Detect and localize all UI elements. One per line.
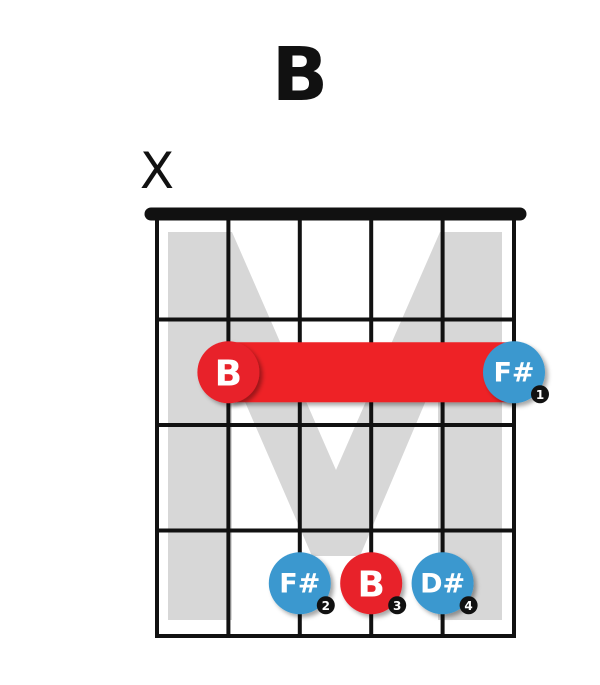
root-note-dot xyxy=(197,341,260,404)
note-marker: B xyxy=(197,341,260,404)
note-marker: F#2 xyxy=(268,552,335,615)
note-marker: D#4 xyxy=(411,552,478,615)
finger-number: 1 xyxy=(536,388,544,402)
note-label: D# xyxy=(420,568,465,599)
note-label: B xyxy=(357,564,384,605)
finger-badge xyxy=(388,596,407,615)
note-dot xyxy=(268,552,331,615)
note-dot xyxy=(483,341,545,404)
note-label: F# xyxy=(493,357,534,388)
note-label: F# xyxy=(279,568,320,599)
finger-number: 2 xyxy=(322,599,330,613)
note-dot xyxy=(411,552,474,615)
finger-badge xyxy=(459,596,478,615)
finger-badge xyxy=(316,596,335,615)
finger-number: 4 xyxy=(464,599,472,613)
watermark-logo xyxy=(168,232,502,620)
chord-title: B xyxy=(271,32,329,118)
note-label: B xyxy=(215,353,242,394)
barre-bar xyxy=(228,342,514,403)
note-marker: F#1 xyxy=(483,341,549,404)
note-marker: B3 xyxy=(340,552,407,615)
muted-string-marker: X xyxy=(139,142,175,200)
finger-number: 3 xyxy=(393,599,401,613)
root-note-dot xyxy=(340,552,403,615)
finger-badge xyxy=(531,385,549,404)
